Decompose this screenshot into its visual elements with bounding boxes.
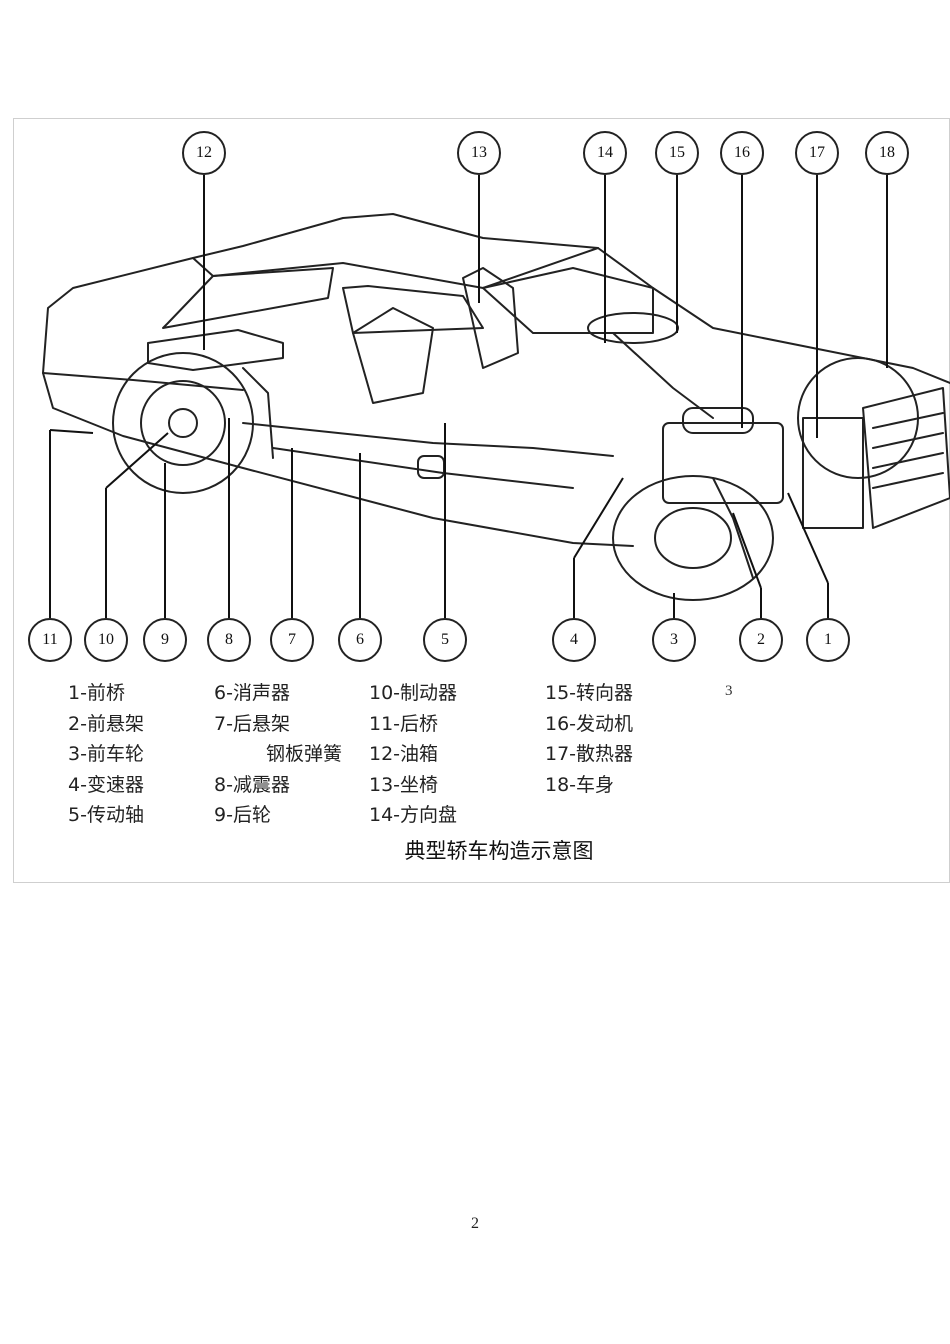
callout-14: 14 [583,131,627,175]
rear-wheel-shape [112,352,254,494]
legend-item: 17-散热器 [545,743,634,765]
legend-item: 5-传动轴 [68,804,144,826]
callout-2: 2 [739,618,783,662]
legend-item: 6-消声器 [214,682,290,704]
legend-item: 10-制动器 [369,682,458,704]
engine-shape [662,422,784,504]
stray-mark: 3 [725,683,733,699]
callout-6: 6 [338,618,382,662]
callout-18: 18 [865,131,909,175]
legend-column-1: 1-前桥 2-前悬架 3-前车轮 4-变速器 5-传动轴 [68,678,144,831]
legend-item: 8-减震器 [214,773,290,796]
legend-column-2: 6-消声器 7-后悬架 钢板弹簧 8-减震器 9-后轮 [214,678,342,831]
legend-item: 14-方向盘 [369,804,458,826]
legend-item: 11-后桥 [369,712,439,735]
legend-item: 16-发动机 [545,712,634,735]
car-body-outline [42,213,950,384]
legend-column-4: 15-转向器 16-发动机 17-散热器 18-车身 [545,678,633,800]
callout-9: 9 [143,618,187,662]
callout-5: 5 [423,618,467,662]
callout-12: 12 [182,131,226,175]
car-diagram [42,175,950,618]
figure-frame [13,118,950,883]
legend-item: 3-前车轮 [68,743,144,765]
front-wheel-shape [612,475,774,601]
legend-item: 7-后悬架 [214,712,290,735]
legend-item: 9-后轮 [214,804,271,826]
legend-item: 13-坐椅 [369,773,439,796]
fuel-tank-shape [147,329,284,371]
page-number: 2 [471,1215,479,1232]
radiator-shape [802,417,864,529]
callout-7: 7 [270,618,314,662]
roof-line [192,247,599,289]
legend-column-3: 10-制动器 11-后桥 12-油箱 13-坐椅 14-方向盘 [369,678,457,831]
callout-15: 15 [655,131,699,175]
figure-caption: 典型轿车构造示意图 [404,839,594,863]
callout-13: 13 [457,131,501,175]
steering-wheel-shape [587,312,679,344]
callout-8: 8 [207,618,251,662]
legend-item: 4-变速器 [68,773,144,796]
callout-3: 3 [652,618,696,662]
callout-17: 17 [795,131,839,175]
legend-item: 18-车身 [545,773,615,796]
driveshaft-line [242,422,614,457]
callout-10: 10 [84,618,128,662]
callout-11: 11 [28,618,72,662]
legend-item: 2-前悬架 [68,712,144,735]
legend-item: 1-前桥 [68,682,125,704]
callout-1: 1 [806,618,850,662]
legend-item: 15-转向器 [545,682,634,704]
callout-16: 16 [720,131,764,175]
callout-4: 4 [552,618,596,662]
exhaust-line [272,447,574,489]
legend-item: 钢板弹簧 [266,743,343,765]
legend-item: 12-油箱 [369,743,439,765]
